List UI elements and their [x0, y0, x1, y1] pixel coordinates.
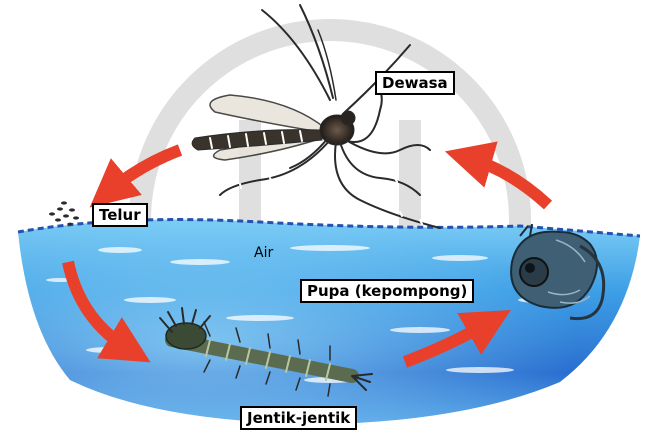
label-pupa: Pupa (kepompong) [300, 279, 474, 303]
label-adult: Dewasa [375, 71, 455, 95]
label-water: Air [254, 245, 273, 261]
eggs-cluster [49, 201, 79, 225]
label-egg: Telur [92, 203, 148, 227]
label-larva: Jentik-jentik [240, 406, 357, 430]
